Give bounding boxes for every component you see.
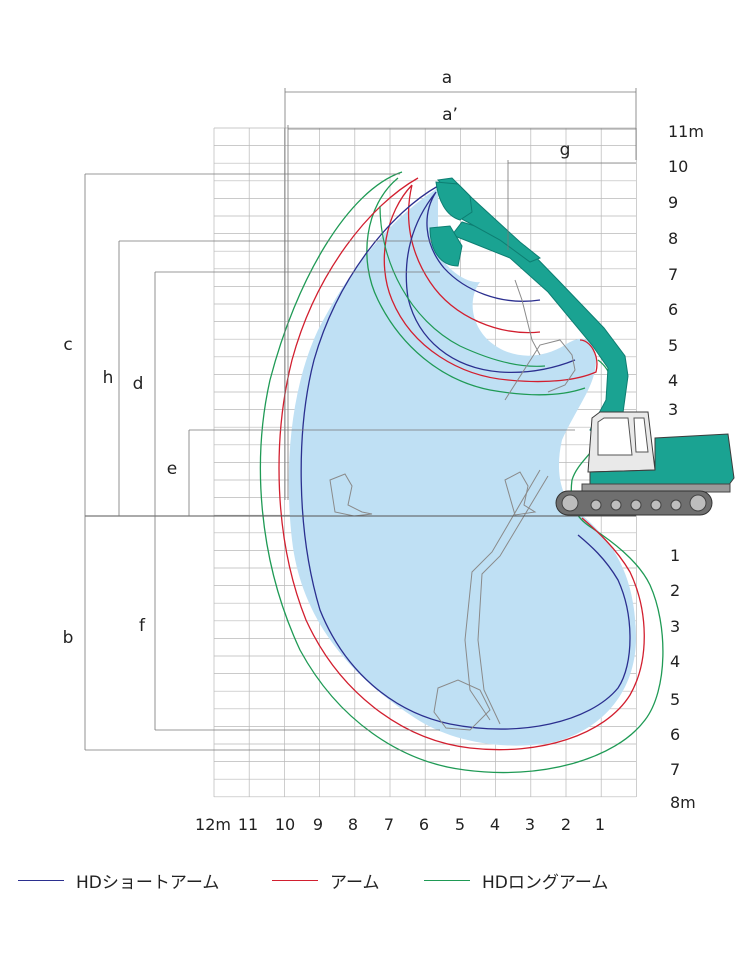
x-tick-label: 4 xyxy=(490,815,500,834)
working-range-fill xyxy=(288,188,636,746)
y-tick-label-below: 1 xyxy=(670,546,680,565)
dim-label-h: h xyxy=(103,368,114,388)
legend-swatch-arm xyxy=(272,879,318,881)
arm-sketch-deep xyxy=(433,279,576,731)
inner-reach-curve xyxy=(379,205,546,367)
dim-label-a: a xyxy=(442,68,452,88)
y-tick-label-below: 3 xyxy=(670,617,680,636)
x-tick-label: 2 xyxy=(561,815,571,834)
y-tick-label-above: 6 xyxy=(668,300,678,319)
dim-label-b: b xyxy=(63,628,74,648)
legend-swatch-hd-short-arm xyxy=(18,879,64,881)
dimension-lines xyxy=(84,88,637,751)
dim-label-c: c xyxy=(63,335,72,355)
y-tick-label-below: 8m xyxy=(670,793,696,812)
arm-curve xyxy=(278,177,645,751)
x-tick-label: 1 xyxy=(595,815,605,834)
x-tick-label: 12m xyxy=(195,815,231,834)
x-tick-label: 11 xyxy=(238,815,258,834)
hd-short-arm-curve xyxy=(300,185,631,730)
y-tick-label-above: 8 xyxy=(668,229,678,248)
y-tick-label-below: 6 xyxy=(670,725,680,744)
legend-label-hd-long-arm: HDロングアーム xyxy=(482,872,609,893)
y-tick-label-above: 4 xyxy=(668,371,678,390)
legend-arm: アーム xyxy=(272,868,380,893)
y-tick-label-above: 9 xyxy=(668,193,678,212)
legend-hd-long-arm: HDロングアーム xyxy=(424,868,609,893)
cab-window-rear xyxy=(633,417,649,453)
x-tick-label: 9 xyxy=(313,815,323,834)
hd-long-arm-curve xyxy=(259,171,664,774)
excavator xyxy=(429,177,735,516)
y-tick-label-above: 7 xyxy=(668,265,678,284)
y-tick-label-above: 5 xyxy=(668,336,678,355)
y-axis-ticks-above: 11m 10 9 8 7 6 5 4 3 xyxy=(668,122,704,419)
y-axis-ticks-below: 1 2 3 4 5 6 7 8m xyxy=(670,546,696,812)
legend-swatch-hd-long-arm xyxy=(424,879,470,881)
y-tick-label-below: 5 xyxy=(670,690,680,709)
y-tick-label-below: 4 xyxy=(670,652,680,671)
dim-label-e: e xyxy=(167,459,177,479)
legend-label-hd-short-arm: HDショートアーム xyxy=(76,872,220,893)
bucket-sketch-ground xyxy=(329,471,537,517)
x-tick-label: 5 xyxy=(455,815,465,834)
cab-window xyxy=(597,417,633,456)
x-axis-ticks: 12m 11 10 9 8 7 6 5 4 3 2 1 xyxy=(195,815,605,834)
y-tick-label-below: 2 xyxy=(670,581,680,600)
dim-label-g: g xyxy=(560,140,571,160)
y-tick-label-above: 11m xyxy=(668,122,704,141)
x-tick-label: 6 xyxy=(419,815,429,834)
y-tick-label-above: 3 xyxy=(668,400,678,419)
excavator-bucket-lower xyxy=(429,225,463,267)
y-tick-label-above: 10 xyxy=(668,157,688,176)
x-tick-label: 7 xyxy=(384,815,394,834)
dim-label-a-prime: a’ xyxy=(442,105,458,125)
y-tick-label-below: 7 xyxy=(670,760,680,779)
legend-label-arm: アーム xyxy=(330,872,380,893)
dim-label-f: f xyxy=(139,616,146,636)
x-tick-label: 3 xyxy=(525,815,535,834)
x-tick-label: 8 xyxy=(348,815,358,834)
track-rollers xyxy=(561,494,707,512)
legend-hd-short-arm: HDショートアーム xyxy=(18,868,220,893)
dim-label-d: d xyxy=(133,374,144,394)
x-tick-label: 10 xyxy=(275,815,295,834)
excavator-bucket-upper xyxy=(435,181,473,221)
